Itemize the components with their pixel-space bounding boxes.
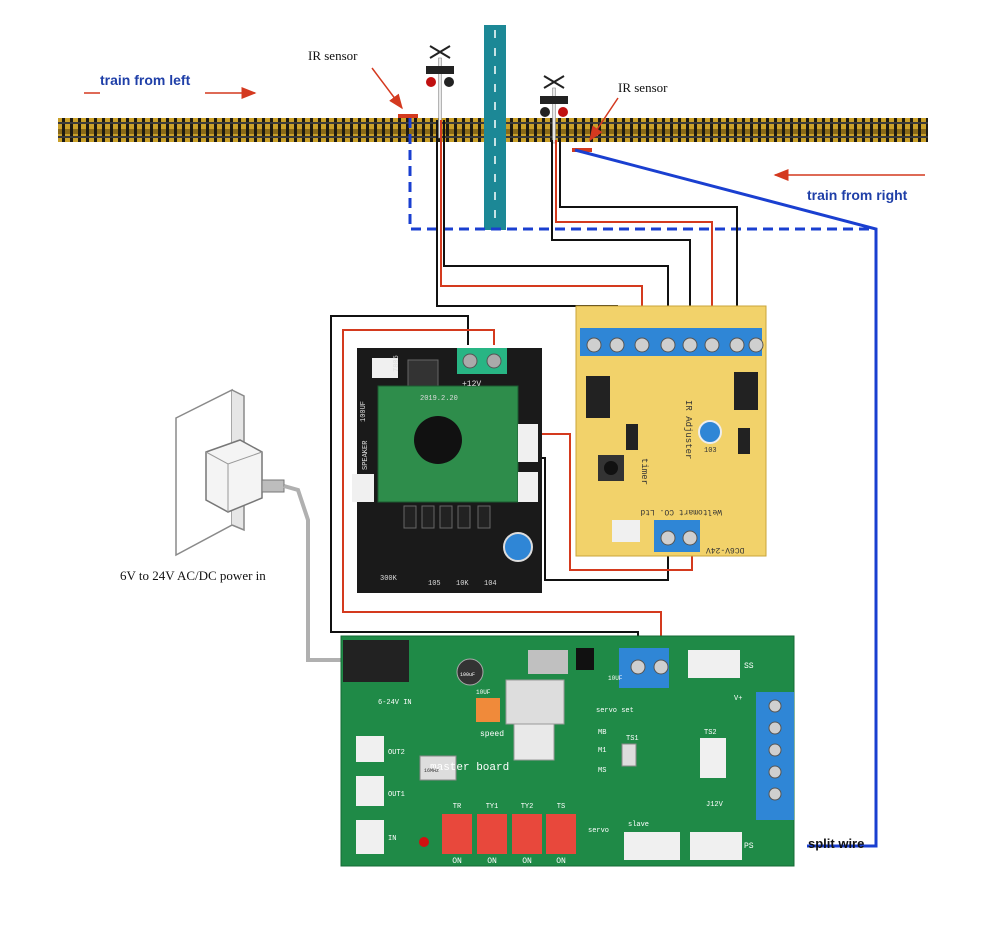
master-ts1-label: TS1	[626, 735, 639, 743]
master-ss-label: SS	[744, 662, 754, 671]
master-ms-label: MS	[598, 767, 606, 775]
ir-sensor-right-label: IR sensor	[618, 80, 668, 95]
ir-sensor-left	[398, 114, 418, 118]
crossing-signal-icon	[540, 75, 568, 144]
ir-sensor-left-label: IR sensor	[308, 48, 358, 63]
power-in-label: 6V to 24V AC/DC power in	[120, 568, 266, 583]
master-out2-label: OUT2	[388, 749, 405, 757]
master-cap2-label: 10UF	[608, 675, 623, 682]
split-wire-label: split wire	[808, 836, 864, 851]
detector-timer: timer	[639, 458, 649, 485]
detector-pot: 103	[704, 447, 717, 455]
dip-on-ty1: ON	[487, 857, 497, 866]
dip-label-ty1: TY1	[486, 803, 499, 811]
crossing-signal-icon	[426, 45, 454, 139]
ir-sensor-pointer-left	[371, 67, 403, 110]
train-from-left-label: train from left	[100, 72, 191, 88]
master-servo-label: servo	[588, 827, 609, 835]
sound-board-r1: 300K	[380, 575, 398, 583]
master-crystal-label: 16MHz	[424, 768, 439, 774]
train-from-right-label: train from right	[807, 187, 908, 203]
master-out1-label: OUT1	[388, 791, 405, 799]
dip-switch-group: TR TY1 TY2 TS ON ON ON ON	[442, 803, 576, 866]
power-cable	[283, 484, 346, 662]
master-ps-label: PS	[744, 842, 754, 851]
sound-board-voltage: +12V	[462, 380, 481, 389]
usb-adapter-icon	[205, 439, 285, 513]
sound-board-cap: 100UF	[360, 401, 368, 422]
sound-board-r3: 105	[428, 580, 441, 588]
master-ts2-label: TS2	[704, 729, 717, 737]
master-in-label: IN	[388, 835, 396, 843]
master-servo-set-label: servo set	[596, 707, 634, 715]
master-elec-cap-label: 100uF	[460, 672, 475, 678]
sound-board-r2: 10K	[456, 580, 469, 588]
dip-label-ty2: TY2	[521, 803, 534, 811]
ir-sensor-pointer-right	[589, 97, 619, 142]
master-slave-label: slave	[628, 821, 649, 829]
master-j12v-label: J12V	[706, 801, 724, 809]
detector-voltage: DC6V-24V	[706, 545, 745, 554]
detector-board: IR Adjuster timer DC6V-24V Weltomart CO.…	[575, 305, 767, 557]
sound-board: +12V 7805 SPEAKER 2019.2.20 300K 10K 105…	[352, 348, 542, 593]
sound-board-r4: 104	[484, 580, 497, 588]
detector-maker: Weltomart CO. Ltd	[640, 507, 722, 516]
sound-board-chip: 7805	[393, 355, 401, 372]
master-board: TR TY1 TY2 TS ON ON ON ON master board 6…	[340, 635, 795, 867]
sound-board-date: 2019.2.20	[420, 395, 458, 403]
dip-label-ts: TS	[557, 803, 565, 811]
dip-label-tr: TR	[453, 803, 462, 811]
master-vplus-label: V+	[734, 695, 742, 703]
master-board-title: master board	[430, 762, 509, 774]
master-cap1-label: 10UF	[476, 689, 491, 696]
master-mb-label: MB	[598, 729, 606, 737]
dip-on-ts: ON	[556, 857, 566, 866]
master-speed-label: speed	[480, 730, 504, 739]
master-m1-label: M1	[598, 747, 606, 755]
sound-board-speaker: SPEAKER	[362, 440, 370, 470]
dip-on-ty2: ON	[522, 857, 532, 866]
ir-sensor-right	[572, 148, 592, 152]
sensor-wires	[408, 118, 878, 848]
road	[484, 25, 506, 230]
dip-on-tr: ON	[452, 857, 462, 866]
master-input-label: 6-24V IN	[378, 699, 412, 707]
detector-title: IR Adjuster	[683, 400, 693, 459]
